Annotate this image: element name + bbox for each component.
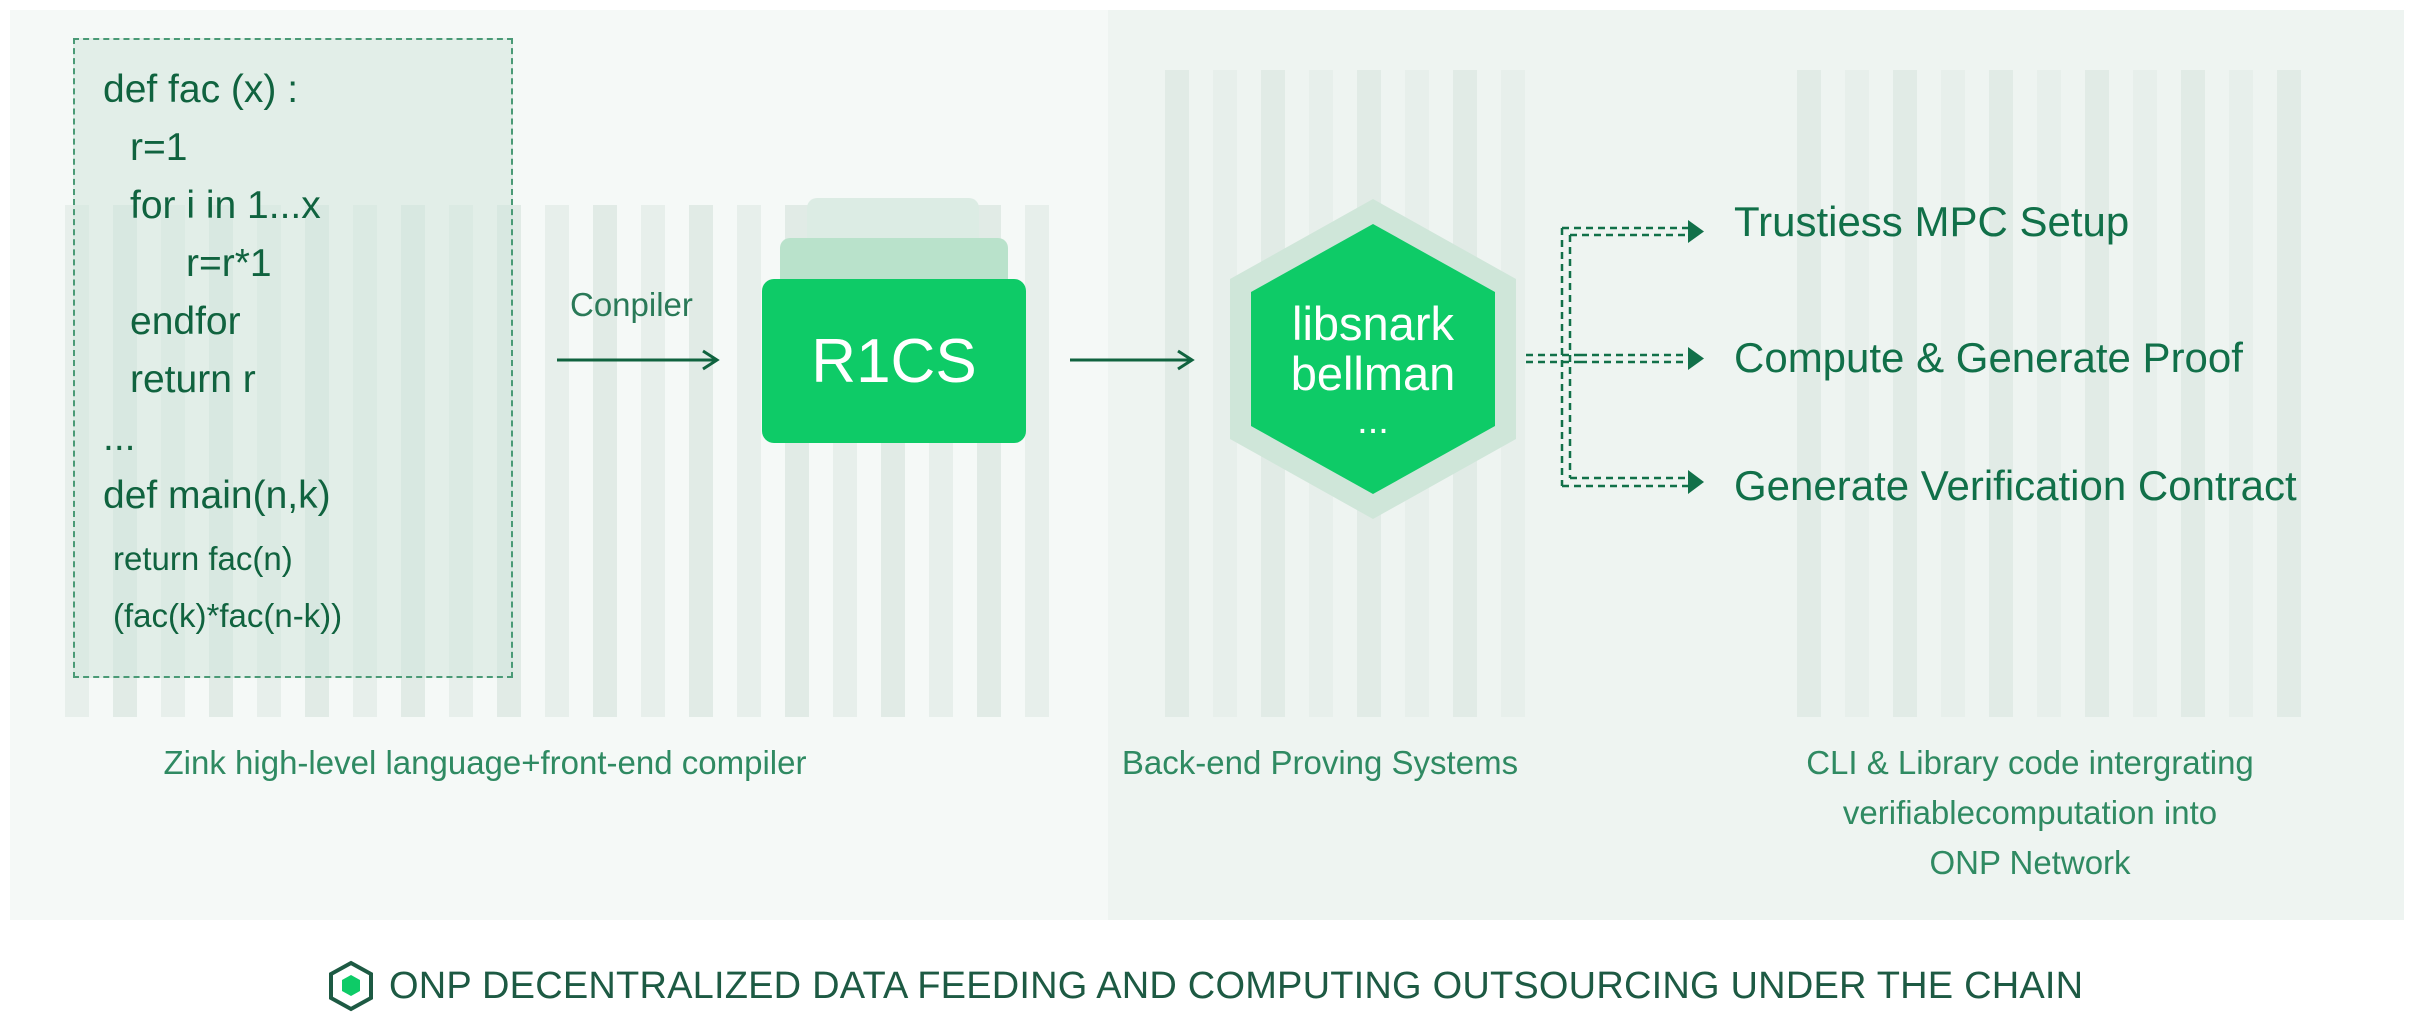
footer-title: ONP DECENTRALIZED DATA FEEDING AND COMPU…	[389, 964, 2084, 1007]
code-line: for i in 1...x	[130, 184, 321, 227]
caption-cli-line: CLI & Library code intergrating	[1806, 744, 2254, 781]
code-line: ...	[103, 416, 136, 459]
source-code-box	[73, 38, 513, 678]
code-line: r=1	[130, 126, 188, 169]
caption-frontend: Zink high-level language+front-end compi…	[163, 744, 807, 781]
r1cs-block: R1CS	[762, 279, 1026, 443]
branch-connector	[1526, 220, 1704, 494]
compiler-label: Conpiler	[570, 286, 693, 323]
onp-logo-icon	[329, 960, 373, 1012]
code-line: endfor	[130, 300, 241, 343]
r1cs-to-backend-arrow	[1070, 349, 1195, 371]
caption-backend: Back-end Proving Systems	[1121, 744, 1519, 781]
output-mpc-setup: Trustiess MPC Setup	[1734, 198, 2130, 245]
code-line: def main(n,k)	[103, 474, 331, 517]
output-generate-proof: Compute & Generate Proof	[1734, 334, 2243, 381]
caption-cli-line: ONP Network	[1929, 844, 2131, 881]
footer: ONP DECENTRALIZED DATA FEEDING AND COMPU…	[325, 958, 2083, 1014]
r1cs-label: R1CS	[811, 326, 977, 396]
backend-line-libsnark: libsnark	[1292, 297, 1454, 350]
caption-cli: CLI & Library code intergrating verifiab…	[1730, 738, 2330, 888]
code-line-small: return fac(n)	[113, 540, 293, 577]
code-line-small: (fac(k)*fac(n-k))	[113, 597, 343, 634]
caption-cli-line: verifiablecomputation into	[1842, 794, 2218, 831]
output-verification-contract: Generate Verification Contract	[1734, 462, 2297, 509]
backend-hexagon	[1230, 199, 1516, 519]
code-line: def fac (x) :	[103, 68, 299, 111]
backend-line-ellipsis: ...	[1357, 400, 1389, 442]
code-line: r=r*1	[186, 242, 272, 285]
backend-line-bellman: bellman	[1290, 347, 1456, 400]
code-line: return r	[130, 358, 256, 401]
compiler-arrow	[557, 349, 720, 371]
